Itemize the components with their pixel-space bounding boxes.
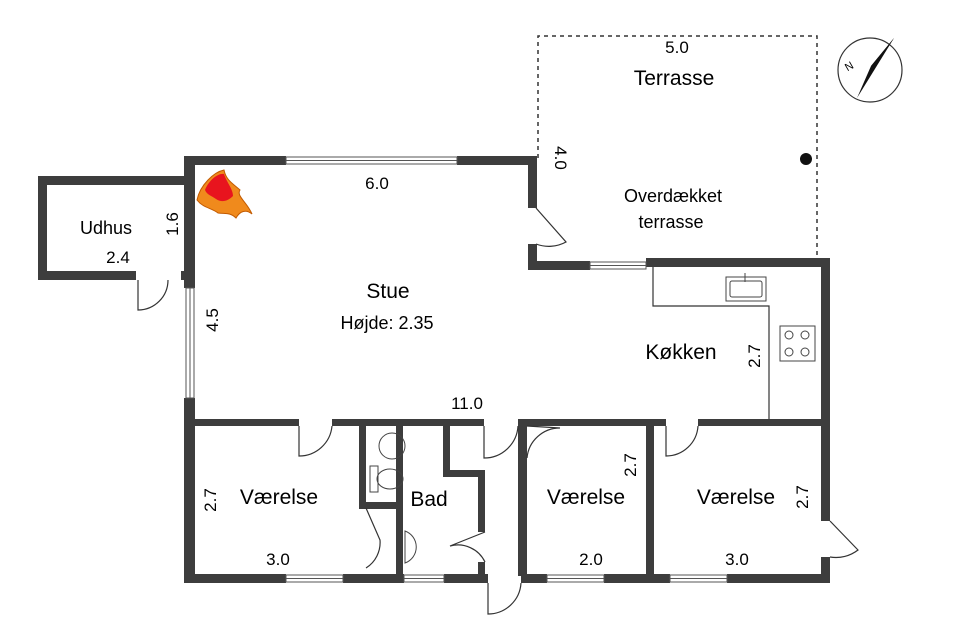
dim-living-top: 6.0 <box>365 174 389 193</box>
dim-terrace-width: 5.0 <box>665 38 689 57</box>
dim-living-depth: 4.5 <box>203 308 222 332</box>
bath-label: Bad <box>410 488 447 511</box>
dim-bedroom-2-width: 2.0 <box>579 550 603 569</box>
stove-icon <box>779 325 816 362</box>
doors <box>137 207 859 615</box>
living-room-label: Stue <box>366 280 409 303</box>
dim-house-length: 11.0 <box>451 394 483 413</box>
bath-fixtures <box>369 432 417 564</box>
dim-bedroom-3-depth: 2.7 <box>793 485 812 509</box>
bedroom-3-label: Værelse <box>697 486 775 509</box>
terrace-label: Terrasse <box>634 67 715 90</box>
living-room-height: Højde: 2.35 <box>340 313 433 333</box>
dim-bedroom-1-width: 3.0 <box>266 550 290 569</box>
house-walls <box>184 156 830 583</box>
bedroom-2-label: Værelse <box>547 486 625 509</box>
terrace-outline <box>537 35 818 260</box>
dim-bedroom-2-depth: 2.7 <box>621 453 640 477</box>
dim-bedroom-1-depth: 2.7 <box>201 488 220 512</box>
terrace-lamp <box>800 153 812 165</box>
dim-kitchen-depth: 2.7 <box>745 344 764 368</box>
dim-outhouse-height: 1.6 <box>163 212 182 236</box>
kitchen-counter <box>652 267 770 419</box>
dim-terrace-depth: 4.0 <box>551 146 570 170</box>
kitchen-label: Køkken <box>645 341 716 364</box>
covered-terrace-label-line2: terrasse <box>638 212 703 232</box>
dim-bedroom-3-width: 3.0 <box>725 550 749 569</box>
north-arrow-icon <box>857 38 894 98</box>
outhouse-label: Udhus <box>80 218 132 238</box>
toilet-bowl-icon <box>376 468 404 490</box>
toilet-cistern-icon <box>369 465 379 493</box>
compass: N <box>837 37 903 103</box>
washbasin-icon <box>404 530 417 564</box>
covered-terrace-label-line1: Overdækket <box>624 186 722 206</box>
fireplace-icon <box>196 169 253 219</box>
north-label: N <box>843 60 856 74</box>
dim-outhouse-width: 2.4 <box>106 248 130 267</box>
shower-icon <box>378 432 406 460</box>
sink-icon <box>725 273 767 302</box>
bedroom-1-label: Værelse <box>240 486 318 509</box>
windows <box>185 156 728 583</box>
